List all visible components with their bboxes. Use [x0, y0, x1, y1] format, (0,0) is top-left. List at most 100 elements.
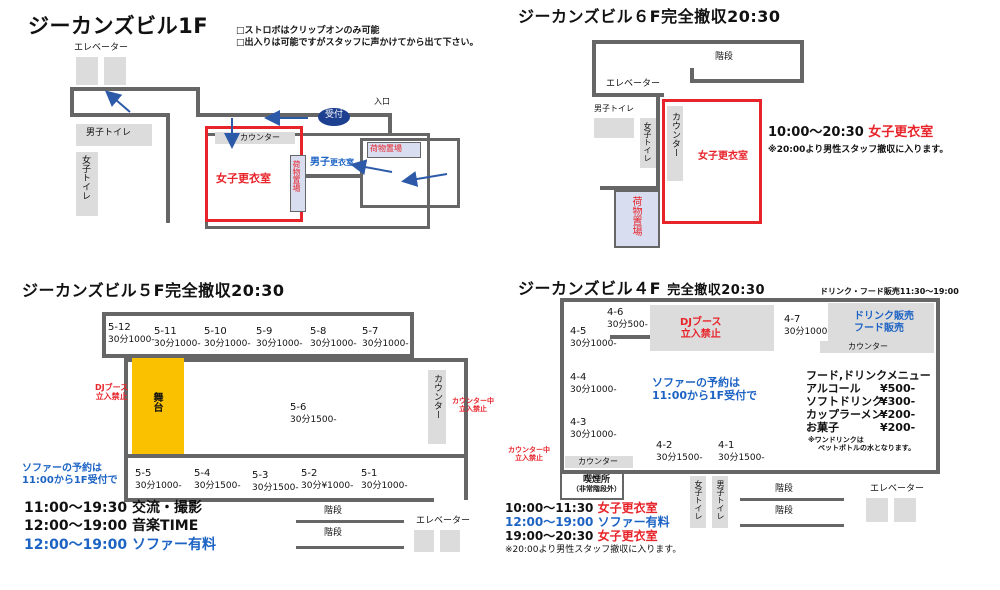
- floor-4f-drink-sale-label: ドリンク販売フード販売: [854, 311, 914, 334]
- floor-4f-counter-top-label: カウンター: [848, 342, 888, 351]
- floor-5f-elevator-block: [414, 530, 434, 552]
- floor-1f-wall: [305, 174, 360, 178]
- floor-6f-title: ジーカンズビル６F完全撤収20:30: [518, 7, 781, 26]
- floor-5f-wall: [124, 358, 468, 362]
- floor-6f-wall: [592, 40, 596, 96]
- floor-4f-smoking-area: [560, 470, 624, 500]
- floor-4f-wall: [936, 298, 940, 474]
- floor-5f-stage: [132, 358, 184, 454]
- floor-4f-dj-label: DJブース立入禁止: [680, 317, 722, 340]
- floor-4f-schedule-3: 19:00〜20:30 女子更衣室: [505, 529, 658, 543]
- floor-6f-wall: [656, 96, 660, 226]
- floor-4f-drink-hours: ドリンク・フード販売11:30〜19:00: [820, 287, 959, 296]
- floor-5f-title: ジーカンズビル５F完全撤収20:30: [22, 281, 285, 300]
- floor-6f-womens-dressing-label: 女子更衣室: [698, 151, 748, 162]
- floor-1f-baggage-label: 荷物置場: [292, 160, 301, 192]
- floor-1f-baggage-area: [290, 155, 306, 212]
- floor-5f-wall: [124, 454, 468, 458]
- floor-4f-womens-toilet-label: 女子トイレ: [694, 480, 703, 520]
- floor-1f-wall: [70, 113, 170, 117]
- floor-6f-mens-toilet-label: 男子トイレ: [594, 104, 634, 113]
- floor-5f-elevator-label: エレベーター: [416, 516, 471, 526]
- floor-6f-elevator-label: エレベーター: [606, 79, 661, 89]
- floor-6f-stairs-label: 階段: [715, 52, 734, 62]
- floor-4f-elevator-block: [894, 498, 916, 522]
- floor-5f-dj-label: DJブース立入禁止: [95, 383, 129, 402]
- floor-1f-title: ジーカンズビル1F: [28, 14, 209, 38]
- floor-6f-wall: [600, 186, 660, 190]
- floor-1f-womens-dressing-label: 女子更衣室: [216, 172, 271, 185]
- floor-4f-counter-bottom: [565, 456, 633, 468]
- floor-5f-wall: [102, 354, 414, 358]
- floor-1f-wall: [166, 113, 170, 223]
- floor-1f-elevator-block-1: [76, 57, 98, 85]
- floor-4f-schedule-1: 10:00〜11:30 女子更衣室: [505, 501, 658, 515]
- floor-5f-wall: [410, 312, 414, 358]
- floor-4f-counter-top: [820, 341, 934, 353]
- floor-6f-note: ※20:00より男性スタッフ撤収に入ります。: [768, 145, 949, 155]
- flow-arrow: [401, 171, 448, 187]
- floor-1f-reception-label: 受付: [325, 110, 344, 120]
- floor-4f-menu-price: ¥200-: [880, 408, 916, 421]
- floor-5f-schedule-3: 12:00〜19:00 ソファー有料: [24, 537, 217, 553]
- floor-5f-schedule-1: 11:00〜19:30 交流・撮影: [24, 500, 203, 516]
- floor-1f-mens-toilet-label: 男子トイレ: [86, 128, 132, 138]
- floor-5f-schedule-2: 12:00〜19:00 音楽TIME: [24, 518, 199, 534]
- floor-6f-schedule: 10:00〜20:30 女子更衣室: [768, 125, 934, 140]
- floor-1f-note-exit: □出入りは可能ですがスタッフに声かけてから出て下さい。: [236, 38, 479, 48]
- floor-6f-baggage-label: 荷物置場: [630, 196, 641, 236]
- floor-4f-stairs-label-2: 階段: [775, 506, 794, 516]
- flow-arrow: [104, 90, 131, 113]
- floor-5f-stairs-label-1: 階段: [324, 506, 343, 516]
- floor-5f-counter-in-label: カウンター中立入禁止: [452, 397, 494, 414]
- floor-1f-note-strobe: □ストロボはクリップオンのみ可能: [236, 26, 380, 36]
- floor-6f-womens-dressing-room: [662, 99, 762, 224]
- floor-4f-menu-item: お菓子: [806, 421, 839, 434]
- floor-4f-wall: [740, 498, 844, 501]
- floor-1f-baggage-area-2: [367, 142, 421, 158]
- floor-1f-wall: [388, 113, 392, 133]
- floor-4f-wall: [560, 470, 940, 474]
- floor-5f-stairs-label-2: 階段: [324, 528, 343, 538]
- floor-5f-wall: [124, 498, 434, 502]
- floor-4f-note: ※20:00より男性スタッフ撤収に入ります。: [505, 545, 682, 555]
- floor-5f-stage-label: 舞台: [151, 392, 162, 412]
- floor-5f-wall: [102, 312, 414, 316]
- floor-6f-counter: [667, 106, 683, 181]
- floor-4f-smoking-label: 喫煙所（非常階段外）: [572, 475, 621, 494]
- floor-6f-womens-toilet-label: 女子トイレ: [643, 122, 652, 162]
- floor-4f-menu-price: ¥200-: [880, 421, 916, 434]
- floor-4f-dj-booth: [650, 305, 774, 351]
- floor-4f-menu-title: フード,ドリンクメニュー: [806, 369, 931, 382]
- floor-4f-title: ジーカンズビル４F 完全撤収20:30: [518, 279, 766, 298]
- floor-6f-wall: [690, 68, 694, 82]
- flow-arrow: [350, 159, 393, 176]
- floor-1f-reception: [318, 108, 350, 126]
- floor-1f-entrance-label: 入口: [374, 97, 390, 106]
- floor-4f-wall: [740, 524, 844, 527]
- floor-6f-counter-label: カウンター: [670, 112, 680, 157]
- floor-4f-schedule-2: 12:00〜19:00 ソファー有料: [505, 515, 670, 529]
- floor-1f-wall: [196, 113, 391, 117]
- floor-4f-menu-item: アルコール: [806, 382, 861, 395]
- floor-6f-womens-toilet: [640, 118, 656, 168]
- floor-4f-counter-in-label: カウンター中立入禁止: [508, 446, 550, 463]
- floor-5f-wall: [102, 312, 106, 358]
- floor-1f-wall: [70, 87, 74, 117]
- floor-6f-wall: [592, 93, 664, 97]
